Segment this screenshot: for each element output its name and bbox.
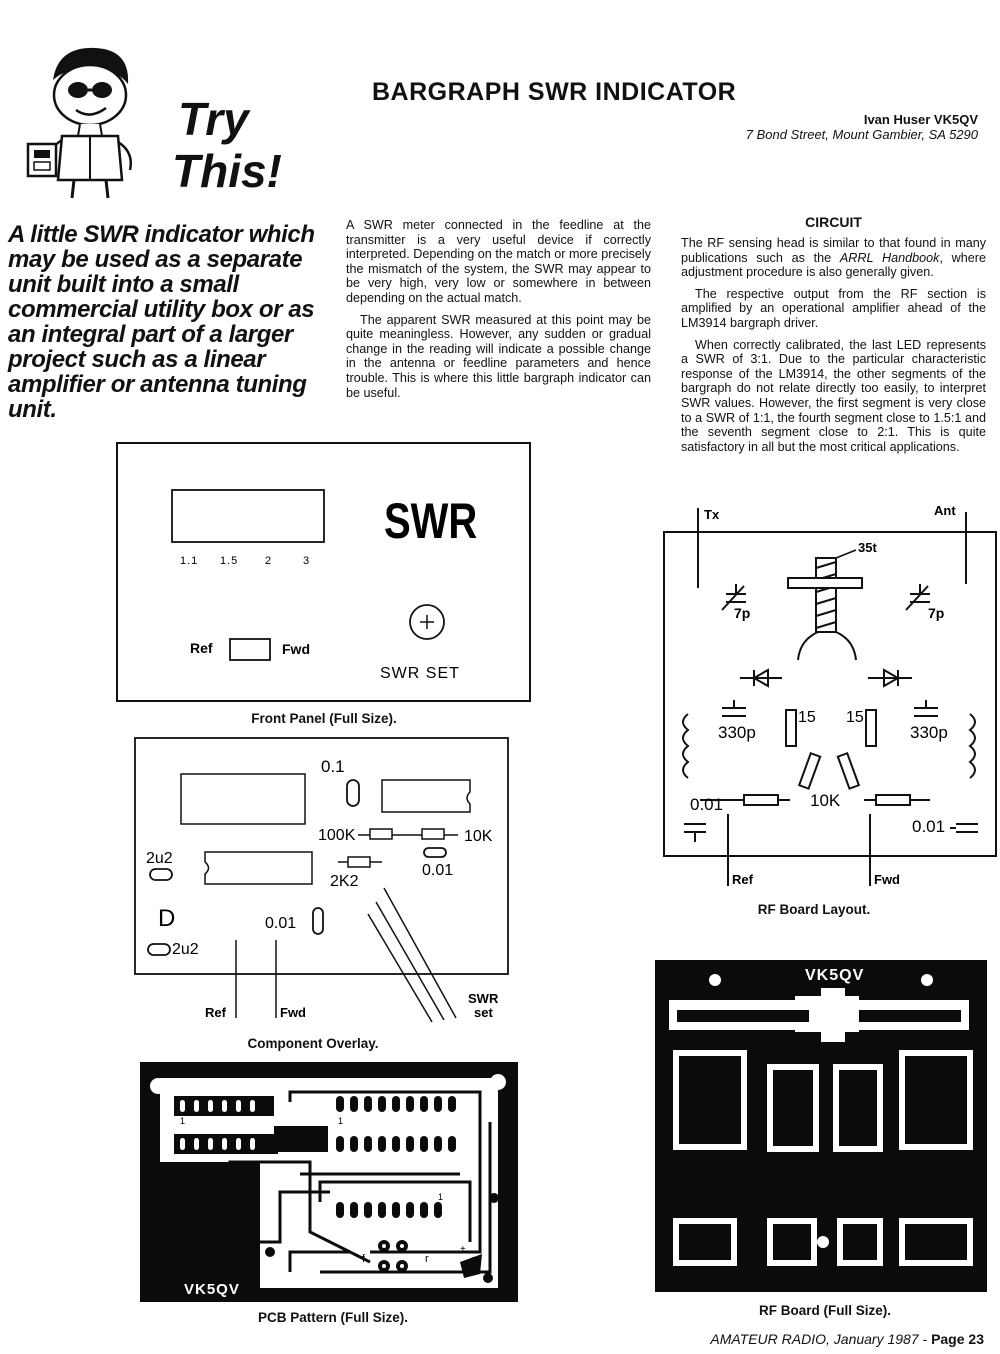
svg-text:+: + [460,1244,466,1255]
pcb-pattern-diagram: 1 1 1 f r + VK5QV [140,1062,518,1302]
intro-blurb: A little SWR indicator which may be used… [8,221,315,423]
svg-text:Ref: Ref [205,1005,227,1020]
rf-board-pattern-diagram: VK5QV [655,960,987,1292]
svg-text:f: f [362,1253,366,1265]
author-name: Ivan Huser VK5QV [863,112,978,127]
svg-text:15: 15 [846,709,864,726]
scale-label: 3 [303,555,309,567]
svg-text:10K: 10K [810,791,841,810]
svg-text:1: 1 [338,1116,343,1126]
svg-text:330p: 330p [910,723,948,742]
overlay-caption: Component Overlay. [247,1036,379,1051]
scale-label: 1.5 [220,555,238,567]
try-heading: Try [178,93,249,145]
paragraph: The apparent SWR measured at this point … [346,312,651,400]
svg-text:Fwd: Fwd [874,872,900,887]
swr-logo: SWR [384,493,477,549]
svg-text:Ref: Ref [732,872,754,887]
svg-text:2u2: 2u2 [146,850,173,867]
svg-text:2u2: 2u2 [172,941,199,958]
swr-set-label: SWR SET [380,665,460,682]
svg-text:100K: 100K [318,827,356,844]
ref-fwd-switch [229,638,271,661]
svg-text:7p: 7p [734,605,750,621]
svg-text:330p: 330p [718,723,756,742]
svg-text:0.01: 0.01 [265,915,296,932]
svg-text:Fwd: Fwd [280,1005,306,1020]
paragraph: When correctly calibrated, the last LED … [681,337,986,454]
body-column-1: A SWR meter connected in the feedline at… [346,218,651,407]
svg-text:0.1: 0.1 [321,757,345,776]
svg-text:Ant: Ant [934,503,956,518]
rf-board-layout-diagram: Tx Ant 35t 7p 7p 330p 330p 15 15 10K 0.0… [663,503,997,887]
svg-text:D: D [158,905,175,932]
svg-text:0.01: 0.01 [690,795,723,814]
circuit-heading: CIRCUIT [805,214,862,230]
svg-text:0.01: 0.01 [912,817,945,836]
svg-text:0.01: 0.01 [422,862,453,879]
pcb-caption: PCB Pattern (Full Size). [257,1310,409,1325]
ref-label: Ref [190,640,213,656]
cartoon-boy-illustration [26,47,132,199]
svg-text:1: 1 [438,1192,443,1202]
fwd-label: Fwd [282,641,310,657]
svg-text:VK5QV: VK5QV [805,967,864,984]
svg-text:10K: 10K [464,828,493,845]
page-footer: AMATEUR RADIO, January 1987 - Page 23 [710,1331,984,1347]
body-column-2: The RF sensing head is similar to that f… [681,236,986,461]
front-panel-diagram: 1.1 1.5 2 3 SWR Ref Fwd SWR SET [116,442,531,702]
component-overlay-diagram: 0.1 100K 10K 2u2 0.01 2K2 D 0.01 2u2 Ref… [134,737,509,1023]
rf-board-caption: RF Board (Full Size). [758,1303,891,1318]
scale-label: 1.1 [180,555,198,567]
article-title: BARGRAPH SWR INDICATOR [372,78,737,106]
svg-text:35t: 35t [858,540,877,555]
svg-text:r: r [425,1253,429,1265]
svg-text:1: 1 [180,1116,185,1126]
rf-layout-caption: RF Board Layout. [757,902,871,917]
svg-text:SWR: SWR [468,991,499,1006]
svg-text:7p: 7p [928,605,944,621]
svg-text:2K2: 2K2 [330,873,359,890]
paragraph: The respective output from the RF sectio… [681,286,986,330]
author-address: 7 Bond Street, Mount Gambier, SA 5290 [745,127,978,142]
pcb-label: VK5QV [184,1281,240,1298]
this-heading: This! [172,145,282,197]
front-panel-caption: Front Panel (Full Size). [251,711,397,726]
svg-text:15: 15 [798,709,816,726]
svg-text:Tx: Tx [704,507,720,522]
paragraph: A SWR meter connected in the feedline at… [346,218,651,305]
paragraph: The RF sensing head is similar to that f… [681,236,986,280]
scale-label: 2 [265,555,271,567]
svg-text:set: set [474,1005,493,1020]
